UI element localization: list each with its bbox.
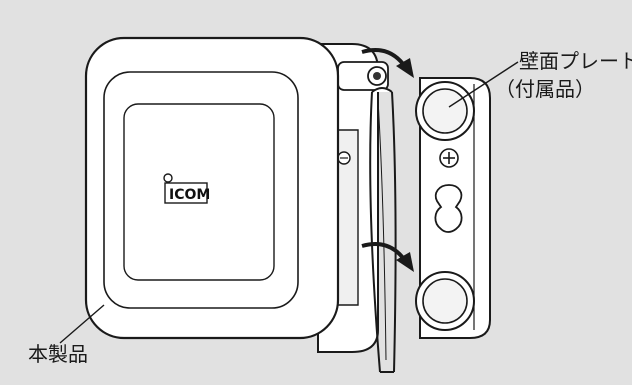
- wall-plate: [416, 78, 490, 338]
- logo-text: ICOM: [169, 187, 210, 203]
- wall-plate-bottom-ring: [416, 272, 474, 330]
- wall-plate-top-ring: [416, 82, 474, 140]
- wall-plate-sublabel: （付属品）: [495, 76, 595, 102]
- main-unit-label: 本製品: [28, 341, 88, 367]
- device-front: ICOM: [86, 38, 338, 338]
- keyhole-slot-icon: [435, 185, 461, 232]
- wall-plate-label: 壁面プレート: [519, 48, 632, 74]
- screw-head-icon: [440, 149, 458, 167]
